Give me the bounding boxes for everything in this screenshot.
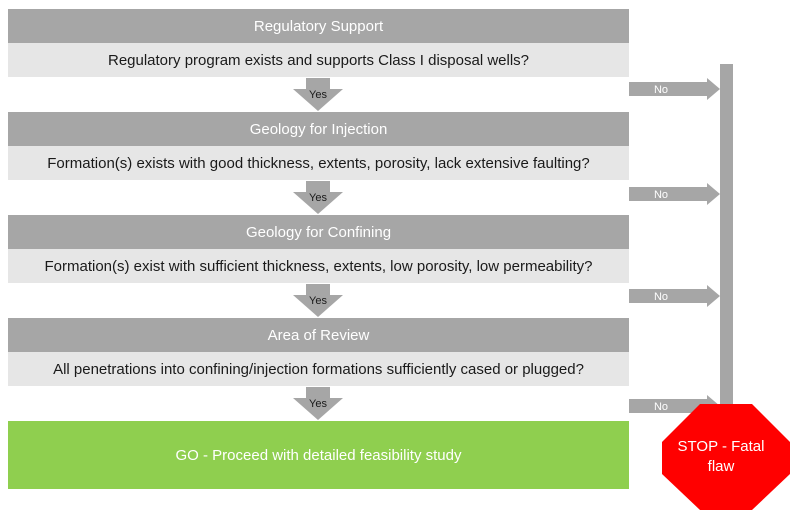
stage-3-header: Geology for Confining: [8, 215, 629, 249]
no-label-4: No: [654, 401, 668, 413]
stop-octagon: [662, 404, 790, 510]
no-label-2: No: [654, 189, 668, 201]
yes-label-2: Yes: [309, 192, 327, 204]
stage-4-header: Area of Review: [8, 318, 629, 352]
yes-label-4: Yes: [309, 398, 327, 410]
no-label-3: No: [654, 291, 668, 303]
stage-2-header: Geology for Injection: [8, 112, 629, 146]
no-label-1: No: [654, 84, 668, 96]
stage-4-question: All penetrations into confining/injectio…: [8, 352, 629, 386]
stop-collector-arrow: [712, 64, 741, 434]
stage-1-question: Regulatory program exists and supports C…: [8, 43, 629, 77]
go-box: GO - Proceed with detailed feasibility s…: [8, 421, 629, 489]
yes-arrow-4: [293, 387, 343, 420]
stop-label: STOP - Fatal flaw: [677, 438, 765, 475]
no-arrow-3: [629, 285, 720, 307]
yes-arrow-1: [293, 78, 343, 111]
yes-arrow-2: [293, 181, 343, 214]
stage-3-question: Formation(s) exist with sufficient thick…: [8, 249, 629, 283]
yes-label-3: Yes: [309, 295, 327, 307]
stage-1-header: Regulatory Support: [8, 9, 629, 43]
yes-label-1: Yes: [309, 89, 327, 101]
yes-arrow-3: [293, 284, 343, 317]
no-arrow-2: [629, 183, 720, 205]
stage-2-question: Formation(s) exists with good thickness,…: [8, 146, 629, 180]
no-arrow-1: [629, 78, 720, 100]
